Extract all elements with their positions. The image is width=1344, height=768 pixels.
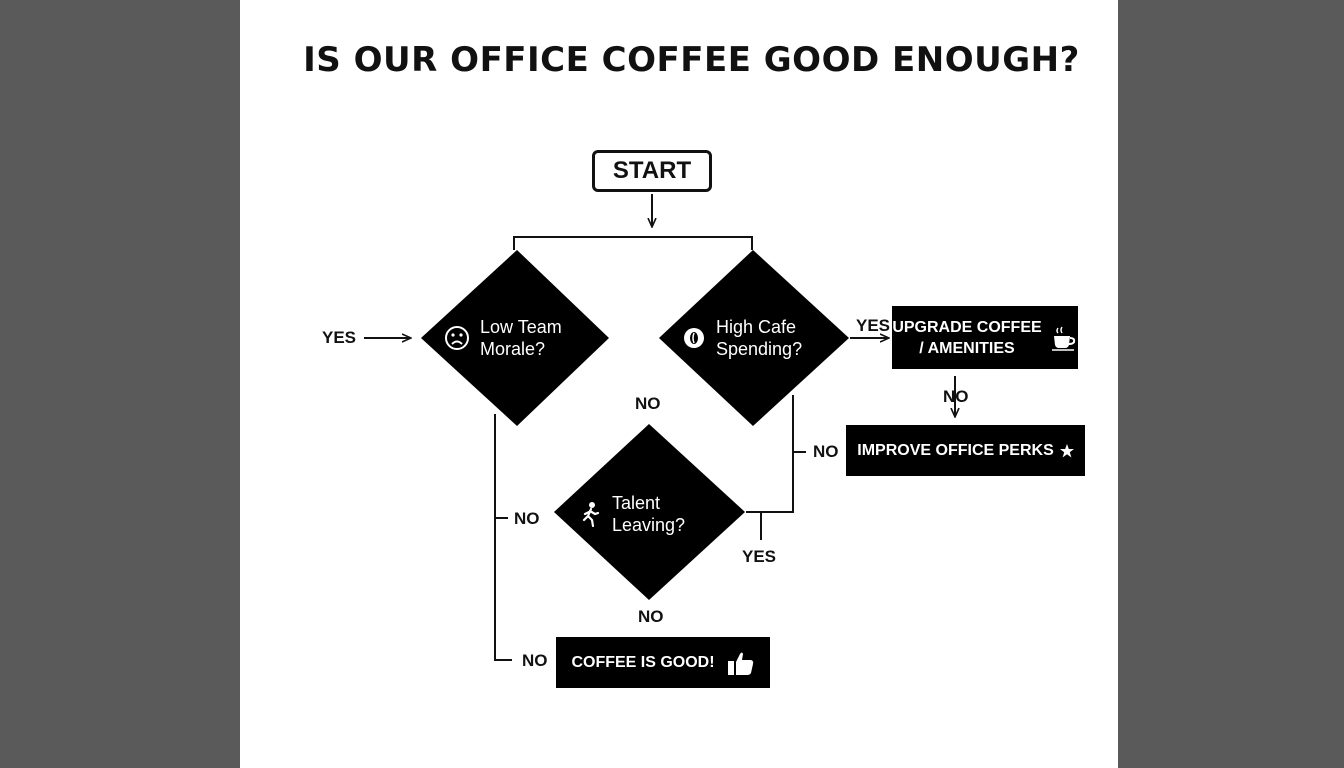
- page-title: IS OUR OFFICE COFFEE GOOD ENOUGH?: [303, 40, 1080, 80]
- canvas: IS OUR OFFICE COFFEE GOOD ENOUGH?: [240, 0, 1118, 768]
- outcome-improve-perks: IMPROVE OFFICE PERKS: [846, 425, 1085, 476]
- perks-label: IMPROVE OFFICE PERKS: [857, 441, 1054, 459]
- cafe-line1: High Cafe: [716, 317, 797, 337]
- morale-no-line: [494, 414, 512, 661]
- decision-high-cafe-spending: [659, 250, 849, 426]
- upgrade-line2: / AMENITIES: [919, 339, 1015, 357]
- talent-line1: Talent: [612, 493, 661, 513]
- flowchart-connectors: [364, 194, 1118, 661]
- start-node: START: [592, 150, 712, 192]
- edge-label-no-good: NO: [522, 651, 548, 670]
- cafe-no-line: [792, 395, 806, 453]
- decision-talent-leaving: [554, 424, 745, 600]
- outcome-upgrade-coffee: UPGRADE COFFEE / AMENITIES: [892, 306, 1078, 369]
- edge-label-no-middle: NO: [635, 394, 661, 413]
- edge-label-yes-entry: YES: [322, 328, 357, 347]
- decision-low-team-morale: [421, 250, 609, 426]
- outcome-coffee-is-good: COFFEE IS GOOD!: [556, 637, 770, 688]
- sad-face-icon: [444, 325, 470, 351]
- edge-label-no-perks: NO: [813, 442, 839, 461]
- cafe-line2: Spending?: [716, 339, 803, 359]
- coffee-cup-icon: [1050, 324, 1078, 352]
- talent-yes-line: [746, 452, 794, 513]
- edge-label-yes-talent: YES: [742, 547, 777, 566]
- edge-label-no-talent: NO: [638, 607, 664, 626]
- edge-label-no-left: NO: [514, 509, 540, 528]
- upgrade-line1: UPGRADE COFFEE: [892, 318, 1042, 336]
- cafe-label: High Cafe Spending?: [682, 316, 802, 360]
- coffee-bean-icon: [682, 326, 706, 350]
- thumbs-up-icon: [727, 650, 755, 676]
- edge-label-yes-upgrade: YES: [856, 316, 891, 335]
- talent-line2: Leaving?: [612, 515, 686, 535]
- edge-label-no-upgrade: NO: [943, 387, 969, 406]
- morale-line1: Low Team: [480, 317, 562, 337]
- morale-label: Low Team Morale?: [444, 316, 562, 360]
- star-icon: [1059, 443, 1074, 458]
- talent-label: Talent Leaving?: [580, 492, 685, 536]
- walking-person-icon: [580, 501, 602, 527]
- split-bracket: [513, 236, 753, 250]
- morale-line2: Morale?: [480, 339, 546, 359]
- good-label: COFFEE IS GOOD!: [571, 653, 715, 671]
